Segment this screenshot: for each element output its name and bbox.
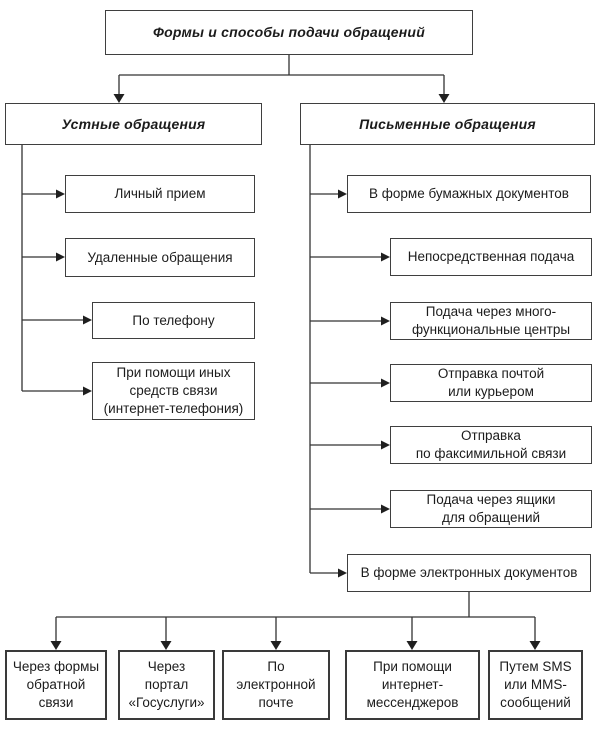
node-paper-documents: В форме бумажных документов [347,175,591,213]
node-oral-appeals: Устные обращения [5,103,262,145]
node-personal-reception: Личный прием [65,175,255,213]
node-sms-mms: Путем SMS или MMS- сообщений [488,650,583,720]
node-gosuslugi-portal: Через портал «Госуслуги» [118,650,215,720]
connector-strokes [21,55,536,641]
node-mail-or-courier: Отправка почтой или курьером [390,364,592,402]
node-by-phone: По телефону [92,302,255,339]
node-remote-appeals: Удаленные обращения [65,238,255,277]
node-written-appeals: Письменные обращения [300,103,595,145]
node-appeal-boxes: Подача через ящики для обращений [390,490,592,528]
node-feedback-forms: Через формы обратной связи [5,650,107,720]
node-other-communication-means: При помощи иных средств связи (интернет-… [92,362,255,420]
node-multifunctional-centers: Подача через много- функциональные центр… [390,302,592,340]
node-direct-submission: Непосредственная подача [390,238,592,276]
arrowheads [50,94,541,650]
node-email: По электронной почте [222,650,330,720]
node-fax-sending: Отправка по факсимильной связи [390,426,592,464]
node-electronic-documents: В форме электронных документов [347,554,591,592]
node-internet-messengers: При помощи интернет- мессенджеров [345,650,480,720]
node-title: Формы и способы подачи обращений [105,10,473,55]
